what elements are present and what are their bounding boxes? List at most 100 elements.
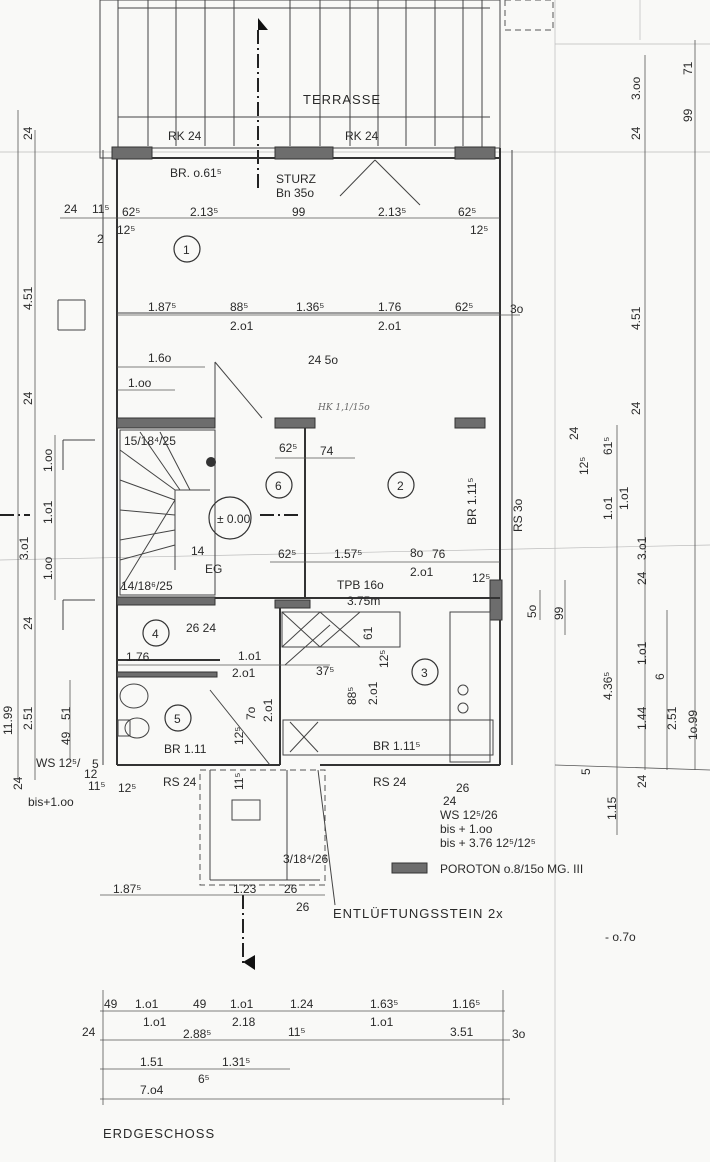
- bl-125-label: 12⁵: [118, 781, 136, 795]
- room2-label: 2: [397, 479, 404, 493]
- room-markers: [142, 235, 439, 732]
- d-201c-label: 2.o1: [410, 565, 434, 579]
- top-2-label: 2: [97, 232, 104, 246]
- level-outside-label: - o.7o: [605, 930, 636, 944]
- b4-1315-label: 1.31⁵: [222, 1055, 250, 1069]
- bn350-label: Bn 35o: [276, 186, 314, 200]
- legend-swatch: [391, 862, 428, 874]
- l-451-label: 4.51: [21, 286, 35, 310]
- top-2135a-label: 2.13⁵: [190, 205, 218, 219]
- b1-124-label: 1.24: [290, 997, 314, 1011]
- d-115e-label: 11⁵: [232, 773, 246, 790]
- terrasse-label: TERRASSE: [303, 92, 381, 107]
- fixtures: [117, 611, 494, 763]
- legend-poroton-label: POROTON o.8/15o MG. III: [440, 862, 583, 876]
- b4-151-label: 1.51: [140, 1055, 164, 1069]
- staircase: [119, 429, 216, 596]
- r-301-label: 3.o1: [635, 536, 649, 560]
- r2-30-label: 3o: [510, 302, 524, 316]
- rs24-right-label: RS 24: [373, 775, 407, 789]
- bl-115-label: 11⁵: [88, 779, 105, 793]
- bl-5-label: 5: [92, 757, 99, 771]
- b3-30-label: 3o: [512, 1027, 526, 1041]
- b1-49b-label: 49: [193, 997, 207, 1011]
- r-24e-label: 24: [635, 774, 649, 788]
- r-99a-label: 99: [681, 108, 695, 122]
- b1-1165-label: 1.16⁵: [452, 997, 480, 1011]
- d-24a-label: 24: [443, 794, 457, 808]
- room6-label: 6: [275, 479, 282, 493]
- r-115-label: 1.15: [605, 796, 619, 820]
- r2-625-label: 62⁵: [455, 300, 473, 314]
- rk24-left-label: RK 24: [168, 129, 202, 143]
- d-160-label: 1.6o: [148, 351, 172, 365]
- d-2624-label: 26 24: [186, 621, 216, 635]
- r-5-label: 5: [579, 768, 593, 775]
- l-51-label: 51: [59, 706, 73, 720]
- sturz-label: STURZ: [276, 172, 316, 186]
- l-100a-label: 1.oo: [41, 448, 55, 472]
- r-24d-label: 24: [635, 571, 649, 585]
- b1-101a-label: 1.o1: [135, 997, 159, 1011]
- l-101-label: 1.o1: [41, 500, 55, 524]
- m-26a-label: 26: [284, 882, 298, 896]
- d-1575-label: 1.57⁵: [334, 547, 362, 561]
- d-100-label: 1.oo: [128, 376, 152, 390]
- ws-3-label: bis + 3.76 12⁵/12⁵: [440, 836, 536, 850]
- entlueftung-leader: [317, 769, 336, 906]
- eg-label: EG: [205, 562, 222, 576]
- b1-49a-label: 49: [104, 997, 118, 1011]
- l-24c-label: 24: [21, 616, 35, 630]
- r-615-label: 61⁵: [601, 437, 615, 455]
- top-115-label: 11⁵: [92, 202, 109, 216]
- step14-label: 14: [191, 544, 205, 558]
- b2-101a-label: 1.o1: [143, 1015, 167, 1029]
- br-1115-kitchen-label: BR 1.11⁵: [373, 739, 420, 753]
- r-24c-label: 24: [567, 426, 581, 440]
- d-76-label: 76: [432, 547, 446, 561]
- b5-704-label: 7.o4: [140, 1083, 164, 1097]
- room1-label: 1: [183, 243, 190, 257]
- rk24-right-label: RK 24: [345, 129, 379, 143]
- d-101-label: 1.o1: [238, 649, 262, 663]
- d-201f-label: 2.o1: [366, 681, 380, 705]
- top-24-label: 24: [64, 202, 78, 216]
- room3-label: 3: [421, 666, 428, 680]
- r-251-label: 2.51: [665, 706, 679, 730]
- d-125e-label: 12⁵: [232, 727, 246, 745]
- r-50-label: 5o: [525, 604, 539, 618]
- m-26b-label: 26: [296, 900, 310, 914]
- top-99-label: 99: [292, 205, 306, 219]
- r2-176-label: 1.76: [378, 300, 402, 314]
- section-axis: [0, 18, 300, 970]
- r-125-label: 12⁵: [577, 457, 591, 475]
- d-201d-label: 2.o1: [232, 666, 256, 680]
- r-99b-label: 99: [552, 606, 566, 620]
- top-125a-label: 12⁵: [117, 223, 135, 237]
- l-49-label: 49: [59, 731, 73, 745]
- d-125c-label: 12⁵: [472, 571, 490, 585]
- top-625b-label: 62⁵: [458, 205, 476, 219]
- room4-label: 4: [152, 627, 159, 641]
- r-451-label: 4.51: [629, 306, 643, 330]
- l-100b-label: 1.oo: [41, 556, 55, 580]
- l-251-label: 2.51: [21, 706, 35, 730]
- top-125b-label: 12⁵: [470, 223, 488, 237]
- d-2450-label: 24 5o: [308, 353, 338, 367]
- stove-burner-icon: [457, 684, 469, 696]
- l-24a-label: 24: [21, 126, 35, 140]
- r-101a-label: 1.o1: [601, 496, 615, 520]
- b1-101b-label: 1.o1: [230, 997, 254, 1011]
- span375-label: 3.75m: [347, 594, 380, 608]
- d-70-label: 7o: [244, 706, 258, 720]
- m-123-label: 1.23: [233, 882, 257, 896]
- rs24-left-label: RS 24: [163, 775, 197, 789]
- level-label: ± 0.00: [217, 512, 251, 526]
- r2-201a-label: 2.o1: [230, 319, 254, 333]
- m-1875-label: 1.87⁵: [113, 882, 141, 896]
- r-1099-label: 1o.99: [686, 710, 700, 740]
- room5-label: 5: [174, 712, 181, 726]
- r-71-label: 71: [681, 61, 695, 75]
